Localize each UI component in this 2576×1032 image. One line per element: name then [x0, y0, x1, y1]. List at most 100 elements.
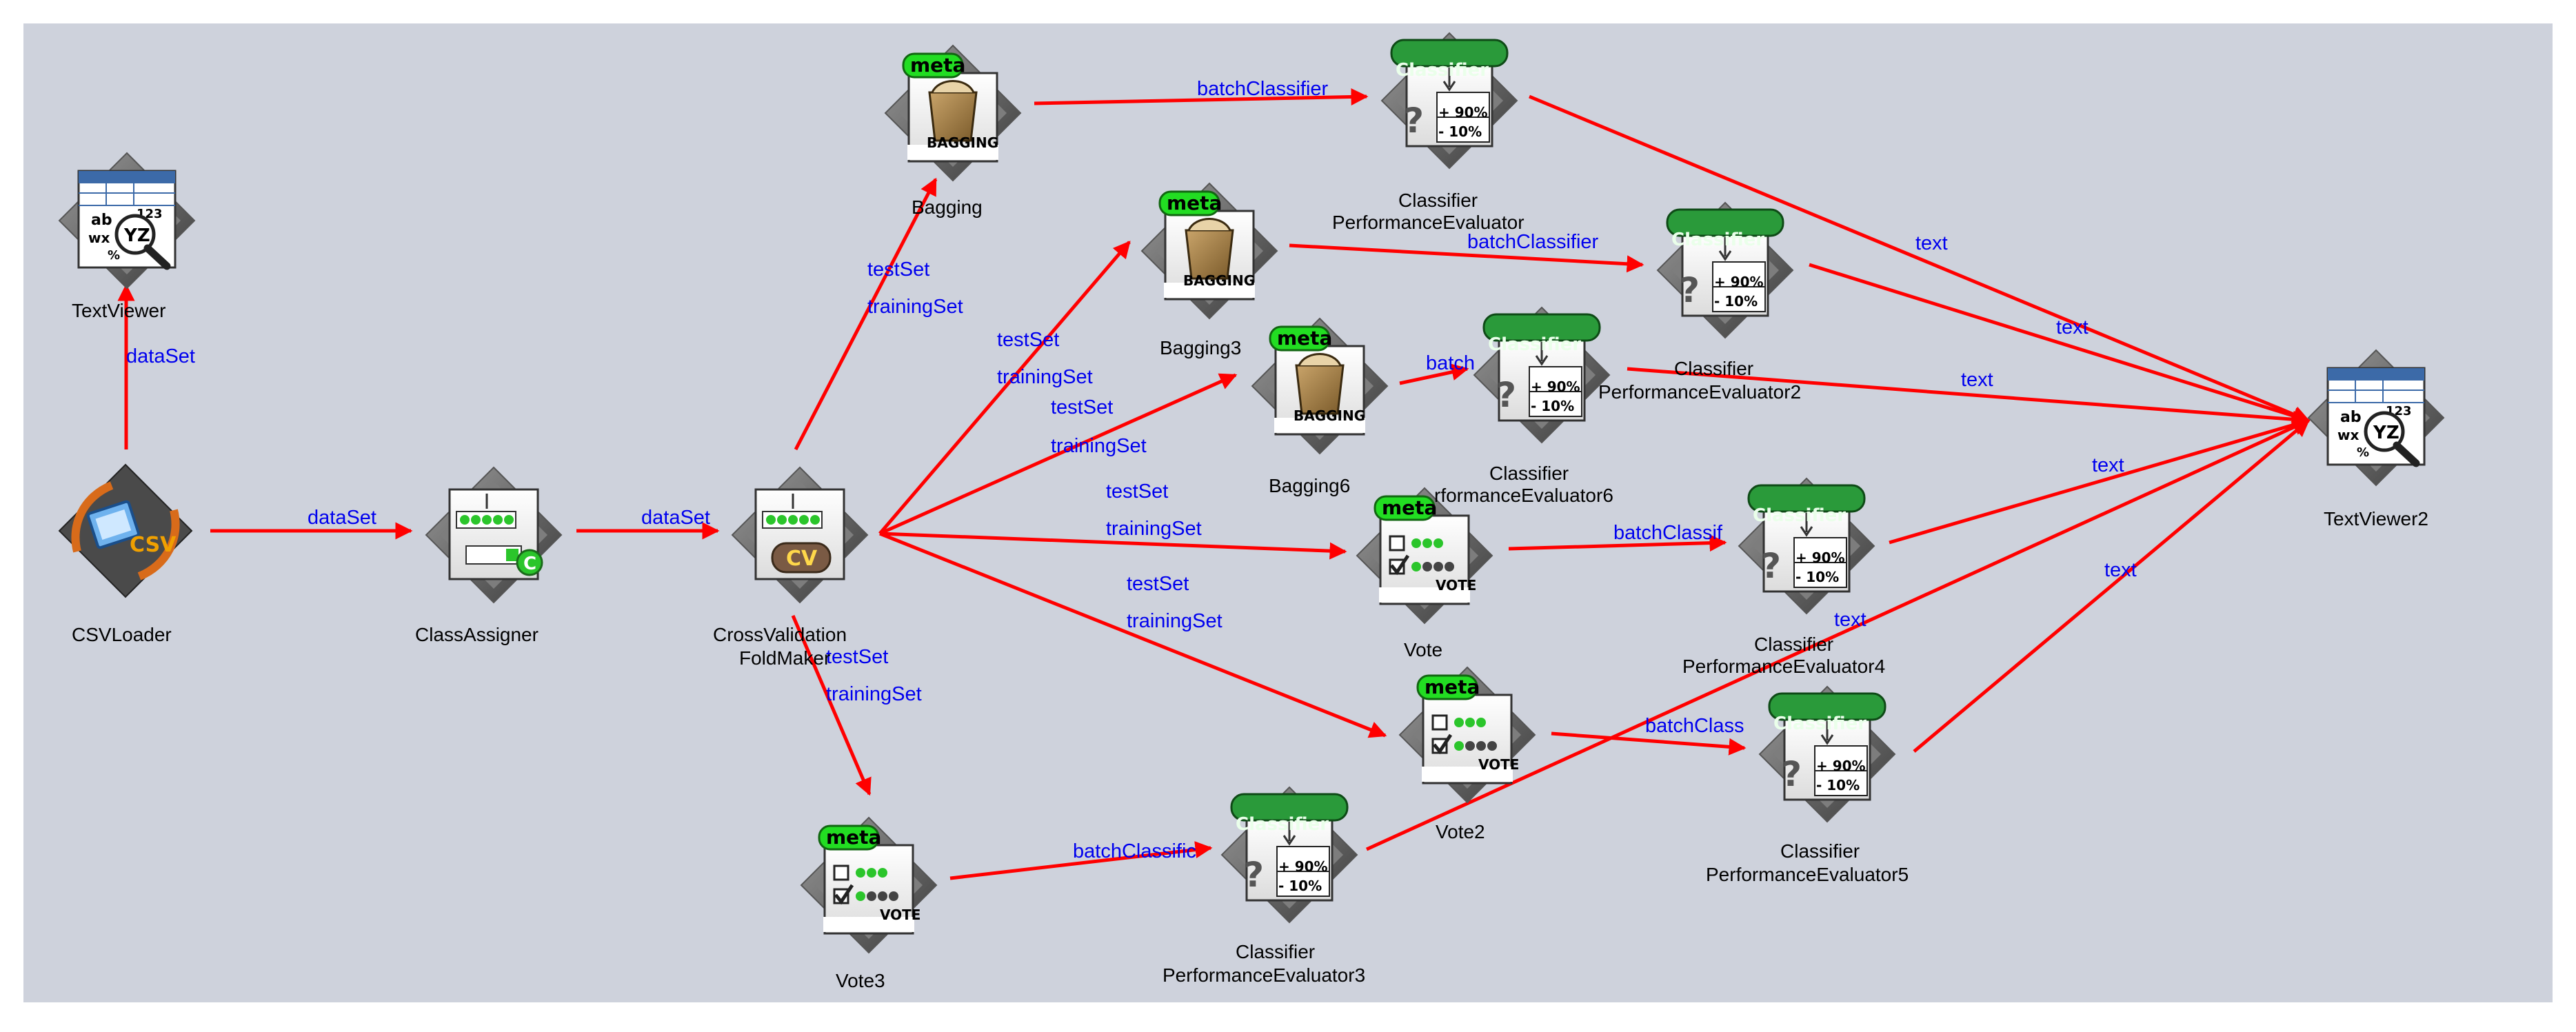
classifier-badge-label: Classifier: [1773, 714, 1866, 734]
crossvalidation-foldmaker-node[interactable]: CrossValidation FoldMaker: [713, 467, 867, 669]
accuracy-minus: - 10%: [1278, 878, 1322, 894]
edge-crossval-bagging6: [878, 373, 1238, 536]
node-label-line1: Classifier: [1754, 634, 1833, 655]
classifier-evaluator-icon: [1739, 478, 1874, 614]
bagging-node[interactable]: BAGGING Bagging: [885, 45, 1020, 218]
node-label: Bagging3: [1160, 337, 1241, 358]
node-label-line1: Classifier: [1489, 463, 1569, 484]
edge-label-dataset: dataSet: [126, 345, 195, 367]
accuracy-plus: + 90%: [1816, 758, 1866, 774]
classifier-performance-evaluator-node[interactable]: Classifier ? + 90% - 10% Classifier Perf…: [1332, 33, 1525, 233]
node-label-line1: CrossValidation: [713, 624, 847, 645]
vote-node[interactable]: VOTE Vote: [1357, 488, 1492, 660]
classifier-performance-evaluator3-node[interactable]: Classifier ? + 90% - 10% Classifier Perf…: [1163, 787, 1365, 986]
csvloader-node[interactable]: CSVLoader: [59, 465, 192, 645]
node-label: Vote: [1404, 639, 1442, 660]
classassigner-node[interactable]: ClassAssigner: [415, 467, 561, 645]
classifier-performance-evaluator6-node[interactable]: Classifier ? + 90% - 10% Classifier rfor…: [1434, 307, 1613, 506]
vote2-node[interactable]: VOTE Vote2: [1400, 667, 1535, 842]
accuracy-minus: - 10%: [1438, 123, 1482, 140]
edge-crossval-bagging3: [878, 241, 1131, 535]
vote-foot-label: VOTE: [1436, 577, 1476, 594]
vote-icon: [801, 818, 936, 953]
bagging-icon: [885, 45, 1020, 181]
node-label: Bagging: [912, 196, 983, 218]
classifier-badge-label: Classifier: [1753, 505, 1846, 526]
classifier-badge-label: Classifier: [1396, 60, 1489, 81]
classifier-evaluator-icon: [1760, 687, 1895, 822]
edge-vote2-cpe5: [1551, 731, 1747, 756]
classifier-evaluator-icon: [1222, 787, 1357, 922]
text-viewer-icon: [59, 153, 194, 288]
bagging6-node[interactable]: BAGGING Bagging6: [1252, 318, 1387, 496]
textviewer2-node[interactable]: TextViewer2: [2308, 350, 2444, 529]
node-label-line2: PerformanceEvaluator5: [1706, 864, 1909, 885]
accuracy-plus: + 90%: [1795, 549, 1845, 566]
textviewer-node[interactable]: TextViewer: [59, 153, 194, 321]
edge-bagging6-cpe6: [1399, 363, 1469, 385]
edge-label-text: text: [2092, 454, 2124, 476]
node-label: TextViewer: [72, 300, 165, 321]
edge-label-testset: testSet: [867, 259, 929, 281]
node-label-line1: Classifier: [1236, 941, 1315, 962]
node-label: ClassAssigner: [415, 624, 539, 645]
csv-loader-icon: [59, 465, 192, 597]
edge-label-batchclassifier: batchClassifier: [1197, 78, 1329, 100]
accuracy-plus: + 90%: [1714, 274, 1764, 290]
edge-cpe-textviewer2: [1529, 94, 2311, 423]
edge-crossval-vote2: [879, 532, 1387, 738]
edge-crossval-vote3: [791, 615, 872, 796]
accuracy-minus: - 10%: [1714, 293, 1758, 310]
classifier-performance-evaluator4-node[interactable]: Classifier ? + 90% - 10% Classifier Perf…: [1682, 478, 1885, 677]
question-glyph: ?: [1680, 270, 1700, 310]
edge-label-testset: testSet: [1051, 396, 1113, 418]
question-glyph: ?: [1496, 375, 1516, 415]
edges: [117, 88, 2311, 880]
edge-labels: dataSet dataSet dataSet testSet training…: [126, 78, 2137, 862]
classifier-performance-evaluator5-node[interactable]: Classifier ? + 90% - 10% Classifier Perf…: [1706, 687, 1909, 885]
edge-cpe4-textviewer2: [1889, 416, 2311, 545]
edge-label-text: text: [2056, 316, 2089, 338]
classifier-evaluator-icon: [1382, 33, 1517, 168]
edge-cpe3-textviewer2: [1365, 418, 2311, 851]
edge-label-testset: testSet: [826, 646, 888, 668]
accuracy-plus: + 90%: [1438, 104, 1488, 121]
edge-label-testset: testSet: [997, 329, 1059, 351]
edge-label-batchclassifier: batch: [1426, 352, 1475, 374]
edge-label-trainingset: trainingSet: [1127, 610, 1222, 632]
classifier-evaluator-icon: [1474, 307, 1609, 443]
edge-label-testset: testSet: [1106, 480, 1168, 503]
edge-label-batchclassifier: batchClassific: [1073, 840, 1196, 862]
accuracy-plus: + 90%: [1278, 858, 1328, 875]
node-label-line1: Classifier: [1780, 840, 1860, 862]
edge-label-batchclassifier: batchClass: [1645, 715, 1744, 737]
classifier-performance-evaluator2-node[interactable]: Classifier ? + 90% - 10% Classifier Perf…: [1598, 203, 1801, 403]
bagging-foot-label: BAGGING: [1294, 407, 1365, 424]
bagging-icon: [1252, 318, 1387, 454]
node-label: Bagging6: [1269, 475, 1350, 496]
bagging-foot-label: BAGGING: [927, 134, 998, 151]
text-viewer-icon: [2308, 350, 2444, 485]
accuracy-minus: - 10%: [1795, 569, 1839, 585]
edge-vote-cpe4: [1508, 534, 1727, 552]
vote-icon: [1357, 488, 1492, 623]
edge-cpe6-textviewer2: [1627, 367, 2311, 428]
question-glyph: ?: [1761, 546, 1781, 586]
node-label-line2: rformanceEvaluator6: [1434, 485, 1613, 506]
class-assigner-icon: [426, 467, 561, 603]
vote-foot-label: VOTE: [1478, 756, 1519, 773]
bagging-icon: [1142, 183, 1277, 318]
node-label-line2: PerformanceEvaluator2: [1598, 381, 1801, 403]
edge-label-dataset: dataSet: [308, 507, 376, 529]
accuracy-minus: - 10%: [1531, 398, 1574, 414]
node-label-line2: PerformanceEvaluator4: [1682, 656, 1885, 677]
edge-cpe5-textviewer2: [1913, 419, 2310, 753]
bagging3-node[interactable]: BAGGING Bagging3: [1142, 183, 1277, 358]
node-label: Vote2: [1436, 821, 1485, 842]
vote3-node[interactable]: VOTE Vote3: [801, 818, 936, 991]
node-label-line2: FoldMaker: [739, 647, 830, 669]
node-label: CSVLoader: [72, 624, 172, 645]
edge-crossval-bagging: [794, 177, 938, 451]
edge-bagging-cpe: [1034, 88, 1369, 105]
